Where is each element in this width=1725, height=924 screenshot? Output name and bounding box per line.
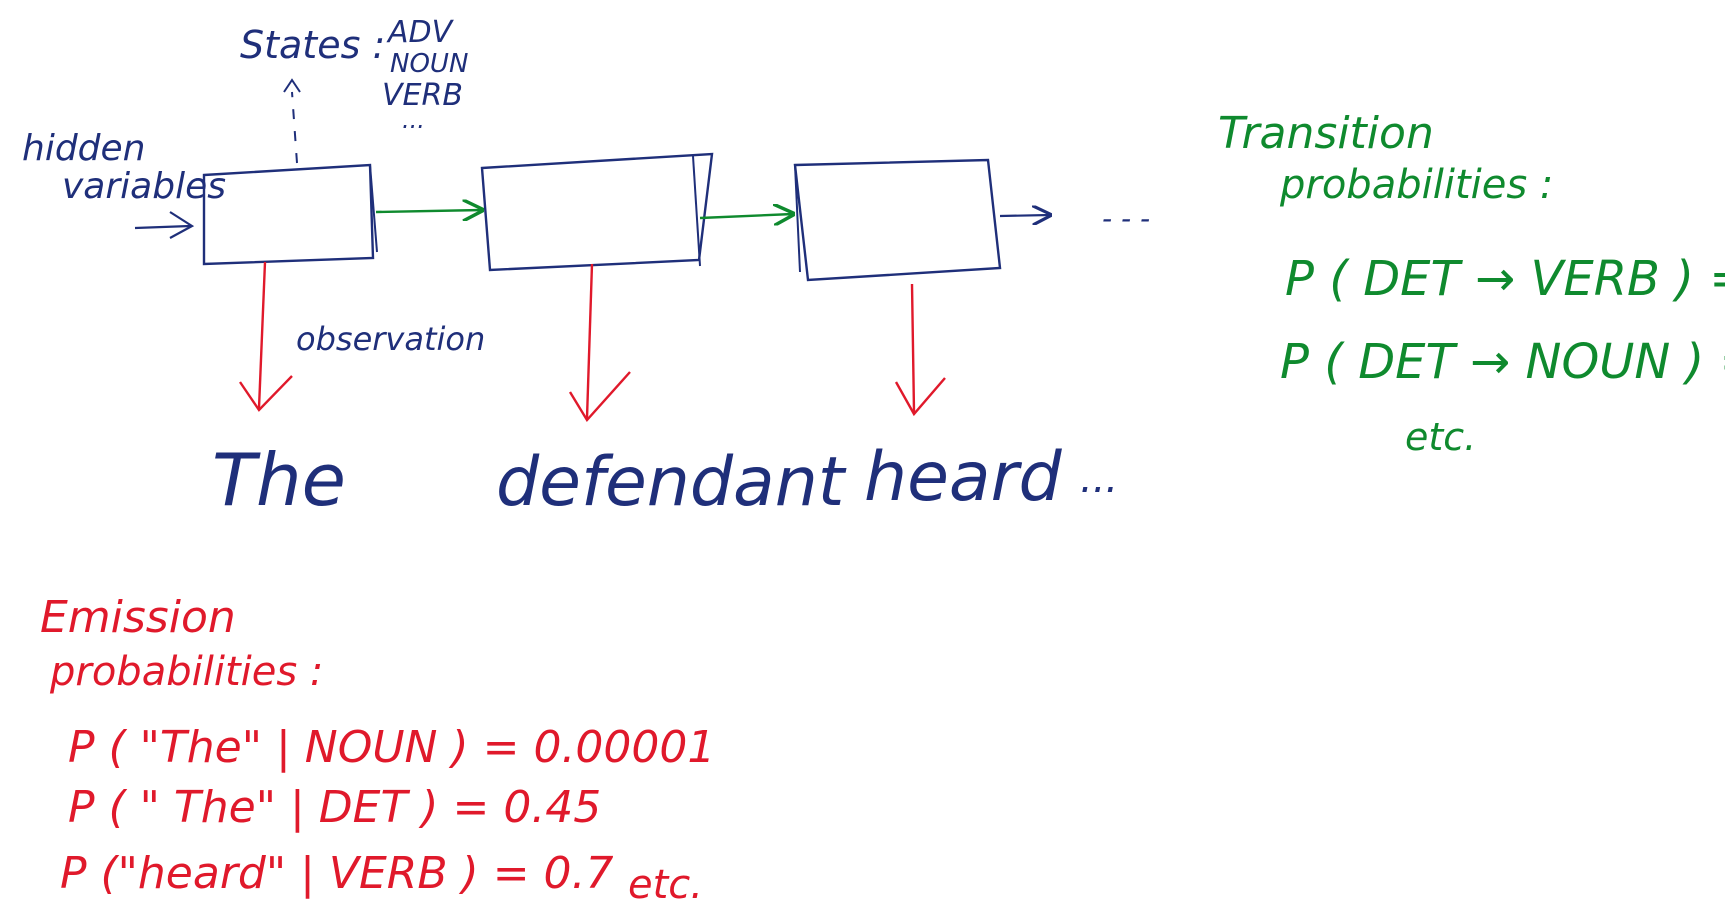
transition-etc: etc. (1405, 415, 1476, 459)
transition-line-2: P ( DET → NOUN ) = . (1280, 334, 1725, 390)
right-arrow-icon (375, 210, 482, 212)
observation-label: observation (296, 320, 485, 358)
emission-etc: etc. (628, 862, 703, 908)
right-arrow-icon (999, 215, 1050, 216)
word-the: The (212, 438, 346, 522)
emission-line-2: P ( " The" | DET ) = 0.45 (68, 782, 601, 833)
right-arrow-icon (699, 214, 793, 218)
state-adv: ADV (386, 15, 455, 50)
hidden-state-box-1 (202, 163, 378, 266)
transition-line-1: P ( DET → VERB ) = . . (1285, 251, 1725, 307)
down-arrow-icon (568, 263, 631, 423)
hidden-label-line2: variables (62, 166, 226, 207)
chain-ellipsis: - - - (1102, 202, 1150, 235)
state-noun: NOUN (390, 49, 468, 79)
down-arrow-icon (894, 283, 946, 417)
entry-arrow (134, 211, 195, 239)
state-ellipsis: ... (402, 106, 425, 134)
word-heard: heard (864, 438, 1063, 517)
state-verb: VERB (382, 78, 463, 113)
down-arrow-icon (239, 261, 293, 412)
states-label: States : (240, 23, 385, 67)
emission-title-line2: probabilities : (49, 649, 323, 695)
states-pointer (283, 78, 301, 164)
word-defendant: defendant (496, 443, 847, 522)
hidden-state-box-3 (793, 158, 1002, 282)
hidden-state-box-2 (480, 152, 714, 272)
emission-title-line1: Emission (40, 592, 236, 643)
word-ellipsis: ... (1080, 456, 1118, 502)
transition-title-line1: Transition (1218, 108, 1434, 159)
transition-title-line2: probabilities : (1279, 162, 1553, 208)
emission-line-1: P ( "The" | NOUN ) = 0.00001 (68, 722, 715, 773)
emission-line-3: P ("heard" | VERB ) = 0.7 (60, 848, 614, 899)
hidden-label-line1: hidden (22, 128, 146, 169)
